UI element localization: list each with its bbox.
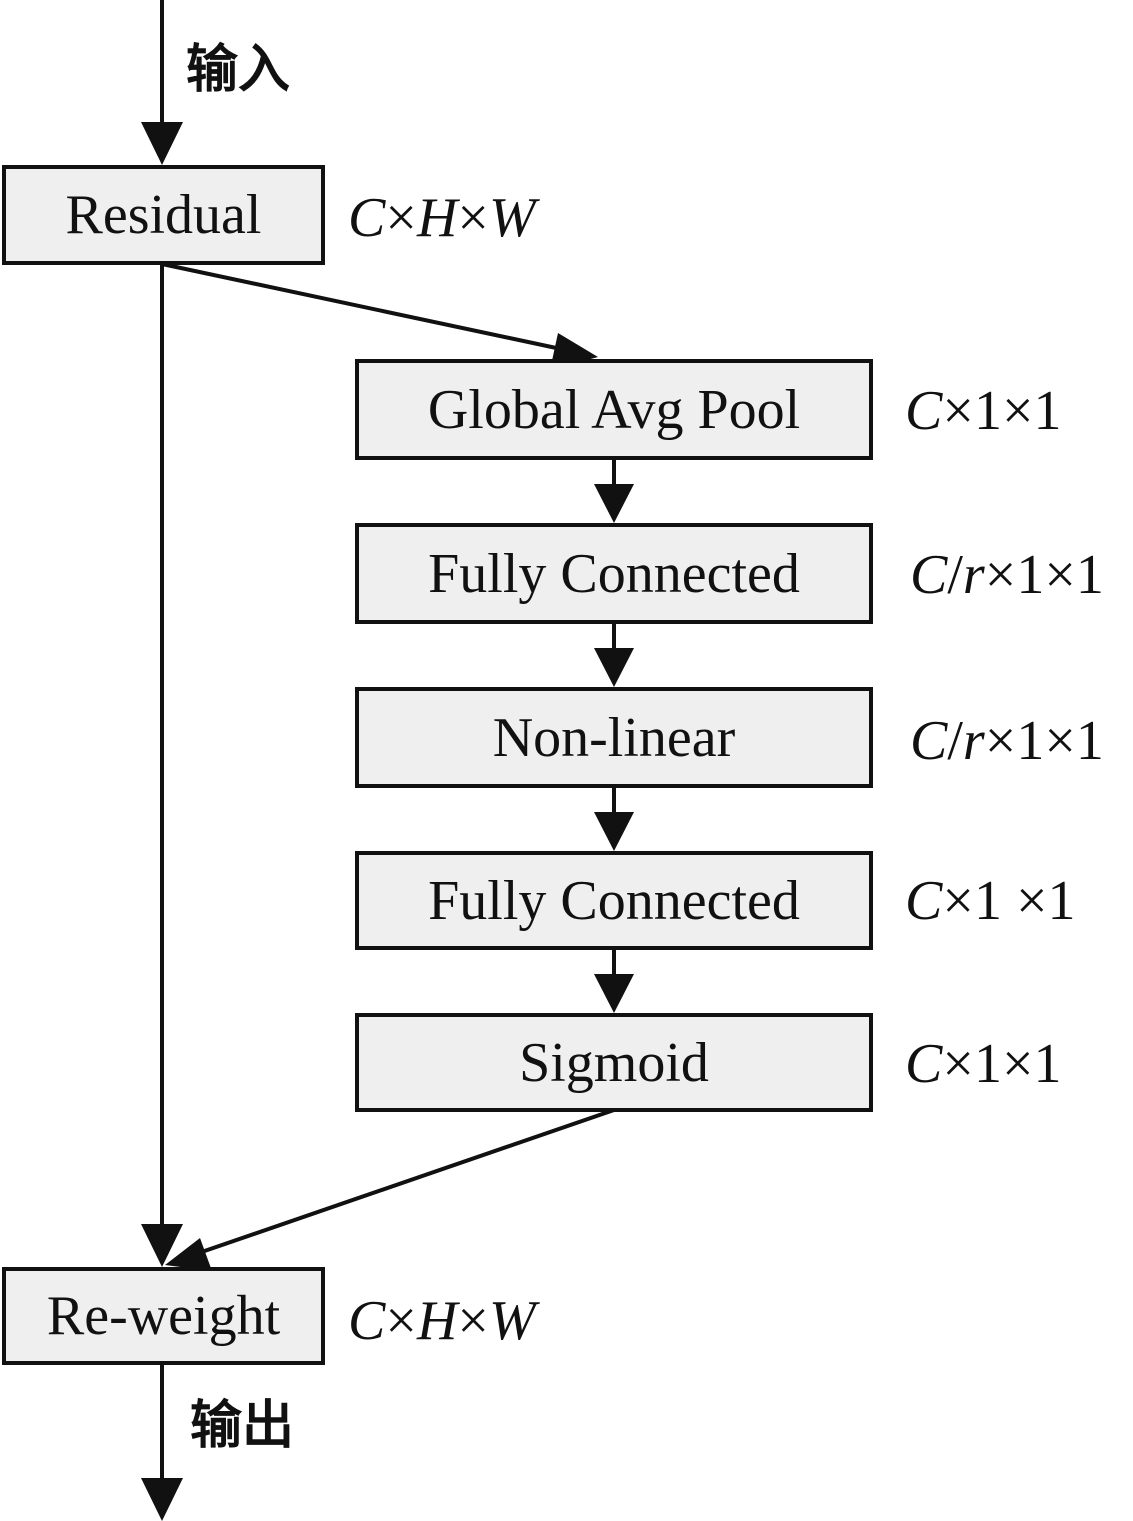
branch-in-line: [161, 262, 576, 354]
branch-out-line: [189, 1108, 615, 1258]
arrowhead-3: [594, 812, 634, 851]
input-arrowhead: [141, 122, 183, 165]
arrowhead-1: [594, 484, 634, 523]
output-label: 输出: [190, 1396, 295, 1456]
sigmoid-box: Sigmoid: [355, 1013, 873, 1112]
fully-connected-1-dim: C/r×1×1: [910, 544, 1104, 606]
reweight-box: Re-weight: [2, 1267, 325, 1365]
global-avg-pool-box: Global Avg Pool: [355, 359, 873, 460]
input-label: 输入: [186, 40, 291, 100]
fully-connected-1-box: Fully Connected: [355, 523, 873, 624]
arrowhead-2: [594, 648, 634, 687]
sigmoid-dim: C×1×1: [905, 1033, 1062, 1095]
non-linear-dim: C/r×1×1: [910, 710, 1104, 772]
global-avg-pool-dim: C×1×1: [905, 380, 1062, 442]
arrowhead-4: [594, 974, 634, 1013]
non-linear-box: Non-linear: [355, 687, 873, 788]
reweight-dim: C×H×W: [348, 1290, 536, 1352]
fully-connected-2-dim: C×1 ×1: [905, 870, 1076, 932]
branch-out-arrowhead: [165, 1238, 212, 1271]
output-arrowhead: [141, 1478, 183, 1521]
residual-dim: C×H×W: [348, 187, 536, 249]
trunk-arrowhead: [141, 1224, 183, 1267]
fully-connected-2-box: Fully Connected: [355, 851, 873, 950]
residual-box: Residual: [2, 165, 325, 265]
